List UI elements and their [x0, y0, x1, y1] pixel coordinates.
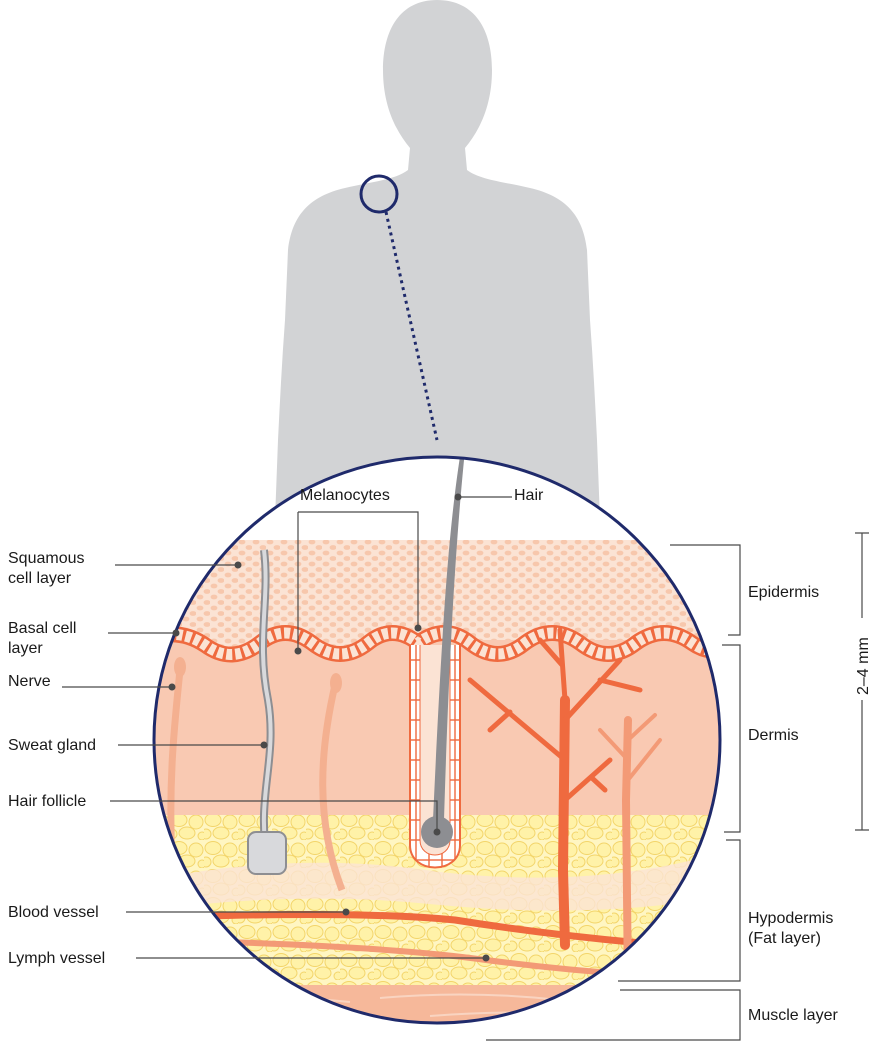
label-sweat-gland-text: Sweat gland: [8, 737, 96, 754]
label-squamous-line2: cell layer: [8, 570, 72, 587]
thickness-scale: 2–4 mm: [855, 533, 872, 830]
label-squamous-line1: Squamous: [8, 550, 85, 567]
label-nerve-final: Nerve: [8, 673, 51, 690]
label-basal-line2: layer: [8, 640, 43, 657]
label-muscle-layer: Muscle layer: [748, 1007, 838, 1024]
label-nerve-group: Nerve Nerve: [8, 673, 176, 691]
label-basal-line1: Basal cell: [8, 620, 76, 637]
label-hypodermis-line2: (Fat layer): [748, 930, 821, 947]
label-melanocytes-text: Melanocytes: [300, 487, 390, 504]
label-basal: Basal cell layer: [8, 620, 180, 657]
label-hypodermis-line1: Hypodermis: [748, 910, 833, 927]
label-epidermis: Epidermis: [748, 584, 819, 601]
label-hair-follicle-text: Hair follicle: [8, 793, 86, 810]
human-silhouette: [275, 0, 600, 520]
thickness-label: 2–4 mm: [855, 637, 872, 695]
label-dermis: Dermis: [748, 727, 799, 744]
bracket-dermis: Dermis: [722, 645, 799, 832]
label-blood-vessel-text: Blood vessel: [8, 904, 99, 921]
label-lymph-vessel-text: Lymph vessel: [8, 950, 105, 967]
label-hair-text: Hair: [514, 487, 544, 504]
